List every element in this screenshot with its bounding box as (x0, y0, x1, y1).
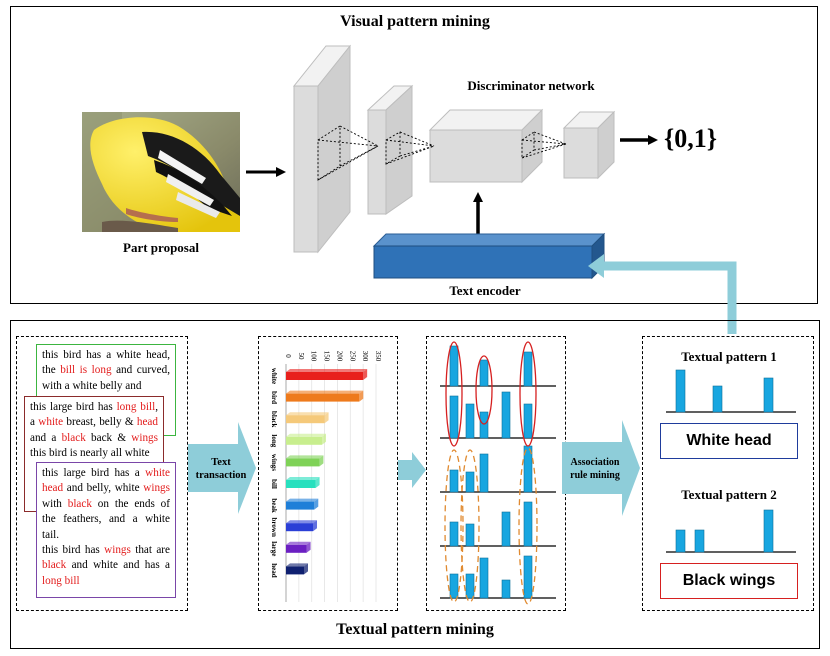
small-arrow (398, 452, 426, 488)
category-label-wings: wings (270, 454, 278, 471)
x-tick-label: 350 (374, 351, 382, 362)
textual-pattern-title: Textual pattern mining (336, 621, 494, 638)
category-label-large: large (270, 541, 278, 556)
visual-pattern-panel (10, 6, 818, 304)
head-ellipse (475, 355, 493, 425)
text-encoder-label: Text encoder (449, 283, 521, 298)
category-label-head: head (270, 563, 278, 578)
x-tick-label: 50 (297, 353, 305, 361)
bar-top (286, 433, 326, 437)
association-rule-label: Association rule mining (570, 457, 620, 481)
output-block (562, 110, 616, 180)
binary-output-label: {0,1} (664, 124, 717, 153)
pattern-1-box: White head (660, 423, 798, 459)
bar-side (363, 369, 368, 380)
category-label-brown: brown (270, 518, 278, 537)
pattern-2-title: Textual pattern 2 (681, 487, 777, 502)
bar-side (324, 412, 329, 424)
bar-side (304, 563, 308, 575)
x-tick-label: 300 (361, 351, 369, 362)
bird-photo (82, 112, 240, 232)
black-ellipse-2 (518, 447, 538, 605)
category-label-beak: beak (270, 498, 278, 512)
category-label-white: white (270, 368, 278, 384)
descriptions-dashed-box (16, 336, 188, 611)
pattern-bars (666, 369, 796, 553)
bar-large (286, 544, 307, 553)
bar-brown (286, 523, 313, 532)
x-tick-label: 200 (335, 351, 343, 362)
bar-side (314, 498, 319, 510)
bar-black (286, 415, 325, 424)
conv-layer-2 (366, 84, 414, 215)
white-ellipse (445, 341, 463, 447)
patterns-dashed-box (642, 336, 814, 611)
description-card-3: this large bird has a white head and bel… (36, 462, 176, 598)
wings-ellipse (460, 449, 480, 603)
discriminator-block (428, 108, 544, 184)
bar-bill (286, 480, 316, 488)
x-tick-label: 100 (310, 351, 318, 362)
category-label-bird: bird (270, 391, 278, 404)
pattern-2-box: Black wings (660, 563, 798, 599)
bar-beak (286, 501, 315, 510)
bar-side (322, 433, 326, 445)
bar-bird (286, 393, 360, 402)
association-arrow (562, 420, 640, 516)
bar-top (286, 455, 324, 459)
bar-top (286, 369, 368, 372)
part-proposal-label: Part proposal (123, 240, 199, 255)
transaction-matrix (440, 341, 556, 605)
bar-top (286, 412, 329, 416)
black-ellipse (444, 449, 464, 603)
bar-long (286, 436, 322, 445)
bar-top (286, 541, 311, 545)
bar-side (319, 455, 324, 467)
visual-pattern-title: Visual pattern mining (340, 13, 490, 30)
bar-white (286, 372, 364, 380)
x-tick-label: 0 (284, 354, 292, 358)
category-label-bill: bill (270, 479, 278, 489)
text-transaction-label: Text transaction (195, 457, 247, 481)
text-transaction-arrow (188, 422, 256, 514)
bar-top (286, 390, 364, 394)
bar-side (315, 477, 320, 488)
bar-top (286, 477, 320, 480)
category-label-black: black (270, 411, 278, 427)
bar-side (359, 390, 364, 402)
bar-top (286, 498, 319, 502)
conv-layer-1 (292, 44, 352, 254)
bar-side (313, 520, 317, 532)
white-ellipse-2 (519, 341, 537, 447)
feedback-arrow (600, 261, 737, 334)
x-tick-label: 250 (348, 351, 356, 362)
pattern-1-title: Textual pattern 1 (681, 349, 777, 364)
x-tick-label: 150 (323, 351, 331, 362)
discriminator-network-label: Discriminator network (467, 78, 595, 93)
histogram-dashed-box (258, 336, 398, 611)
bar-side (306, 541, 311, 553)
bar-head (286, 566, 304, 575)
bar-wings (286, 458, 320, 467)
textual-pattern-panel (10, 320, 820, 649)
word-frequency-chart: 0 50 100 150 200 250 300 350 white bird black long w… (270, 351, 382, 602)
category-label-long: long (270, 434, 278, 447)
bar-top (286, 563, 308, 567)
bar-top (286, 520, 317, 524)
